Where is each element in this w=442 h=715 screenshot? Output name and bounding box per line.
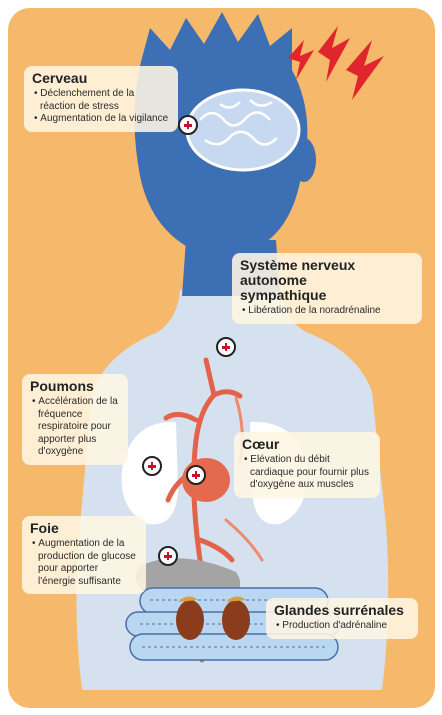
foie-title: Foie [30, 521, 138, 536]
poumons-title: Poumons [30, 379, 120, 394]
glandes-label: Glandes surrénales Production d'adrénali… [266, 598, 418, 639]
poumons-label: Poumons Accélération de la fréquence res… [22, 374, 128, 465]
systeme-label: Système nerveux autonome sympathique Lib… [232, 253, 422, 324]
cerveau-item: Augmentation de la vigilance [32, 113, 170, 126]
cerveau-label: Cerveau Déclenchement de la réaction de … [24, 66, 178, 132]
cerveau-title: Cerveau [32, 71, 170, 86]
foie-label: Foie Augmentation de la production de gl… [22, 516, 146, 594]
plus-icon-brain [178, 115, 198, 135]
glandes-item: Production d'adrénaline [274, 620, 410, 633]
plus-icon-heart [186, 465, 206, 485]
poumons-item: Accélération de la fréquence respiratoir… [30, 396, 120, 459]
coeur-item: Elévation du débit cardiaque pour fourni… [242, 454, 372, 492]
plus-icon-lungs [142, 456, 162, 476]
cerveau-item: Déclenchement de la réaction de stress [32, 88, 170, 113]
foie-item: Augmentation de la production de glucose… [30, 538, 138, 588]
coeur-label: Cœur Elévation du débit cardiaque pour f… [234, 432, 380, 498]
brain-icon [187, 90, 299, 170]
glandes-title: Glandes surrénales [274, 603, 410, 618]
plus-icon-nervous [216, 337, 236, 357]
coeur-title: Cœur [242, 437, 372, 452]
systeme-title: Système nerveux autonome sympathique [240, 258, 370, 303]
systeme-item: Libération de la noradrénaline [240, 305, 414, 318]
plus-icon-liver [158, 546, 178, 566]
